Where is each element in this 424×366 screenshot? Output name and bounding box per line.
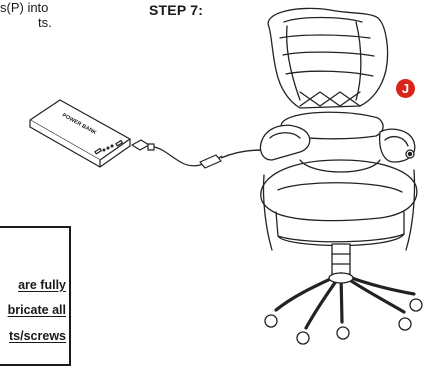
- part-label-letter: J: [396, 79, 415, 98]
- notice-line-1: are fully: [18, 278, 66, 292]
- notice-box: are fully bricate all ts/screws: [0, 226, 71, 366]
- office-chair-illustration: [260, 8, 422, 344]
- power-bank-illustration: POWER BANK: [30, 100, 130, 167]
- notice-line-2: bricate all: [8, 303, 66, 317]
- notice-line-3: ts/screws: [9, 329, 66, 343]
- part-label-j: J: [396, 79, 415, 98]
